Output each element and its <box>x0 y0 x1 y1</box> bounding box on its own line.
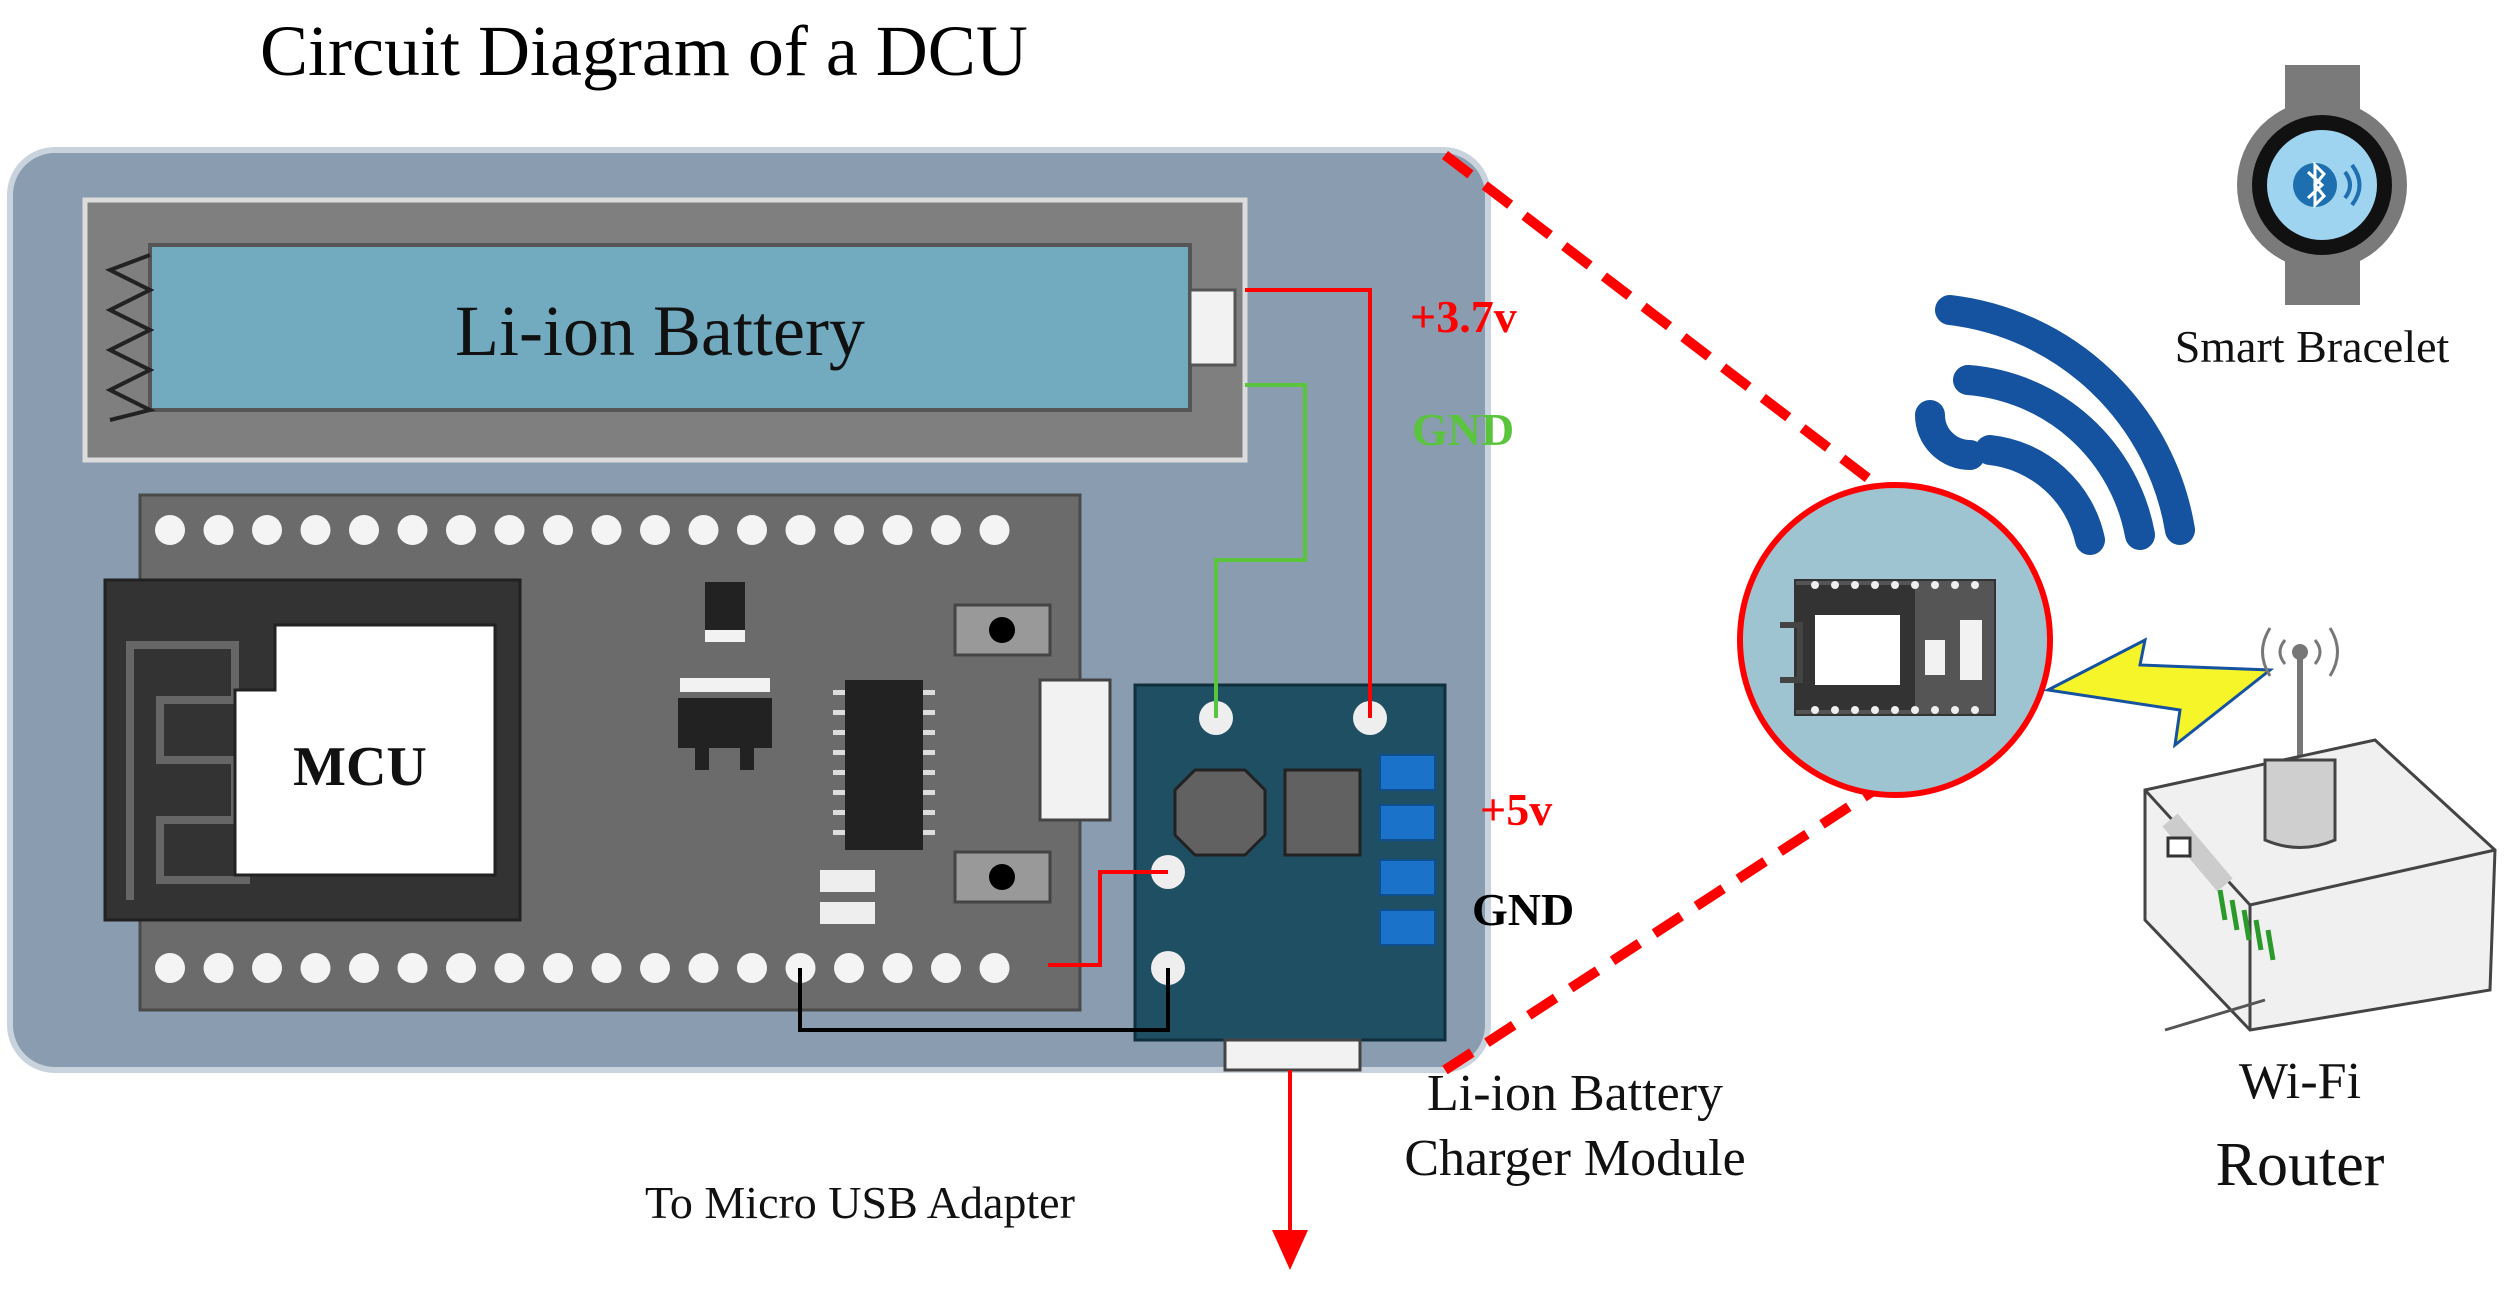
positive-wire-charger <box>1048 870 1168 967</box>
usb-label: To Micro USB Adapter <box>645 1177 1075 1228</box>
micro-usb-port <box>1223 1038 1362 1072</box>
zoom-line-top <box>1441 151 1894 499</box>
diagram-title: Circuit Diagram of a DCU <box>260 11 1028 91</box>
charger-module-label-line1: Li-ion Battery <box>1427 1065 1723 1122</box>
charger-positive-label: +5v <box>1480 784 1552 835</box>
header-pin <box>931 953 961 983</box>
header-pin <box>979 953 1010 983</box>
header-pin <box>349 515 379 545</box>
header-pin <box>252 515 282 545</box>
header-pin <box>155 515 185 545</box>
header-pin <box>300 515 331 545</box>
header-pin <box>688 953 719 983</box>
zoomed-mcu-circle <box>1737 482 2053 798</box>
header-pin <box>494 515 525 545</box>
charger-gnd-label: GND <box>1472 884 1574 935</box>
lightning-icon <box>2043 637 2275 749</box>
header-pin <box>737 953 767 983</box>
header-pin <box>252 953 282 983</box>
header-pin <box>446 953 476 983</box>
header-pin <box>979 515 1010 545</box>
header-pin <box>737 515 767 545</box>
header-pin <box>931 515 961 545</box>
header-pin <box>591 953 622 983</box>
header-pin <box>397 515 428 545</box>
li-ion-battery: Li-ion Battery <box>82 197 1248 463</box>
smart-bracelet-icon <box>2237 65 2407 305</box>
header-pin <box>203 515 234 545</box>
header-pin <box>640 515 670 545</box>
mcu-board: MCU <box>103 493 1112 1012</box>
charger-module-label-line2: Charger Module <box>1404 1130 1745 1187</box>
router-label-line2: Router <box>2216 1131 2385 1199</box>
battery-label: Li-ion Battery <box>455 291 865 371</box>
header-pin <box>446 515 476 545</box>
battery-gnd-label: GND <box>1412 404 1514 455</box>
pcb-antenna-icon <box>126 641 250 900</box>
header-pin <box>155 953 185 983</box>
header-pin <box>591 515 622 545</box>
header-pin <box>640 953 670 983</box>
mcu-chip <box>233 623 497 877</box>
header-pin <box>785 515 816 545</box>
ic-chip <box>845 680 923 850</box>
header-pin <box>349 953 379 983</box>
header-pin <box>882 953 913 983</box>
zoom-line-bottom <box>1442 775 1893 1075</box>
router-icon <box>2143 627 2497 1032</box>
header-pin <box>688 515 719 545</box>
header-pin <box>543 515 573 545</box>
gnd-wire-charger <box>798 968 1170 1032</box>
wifi-signal-icon <box>1915 295 2195 555</box>
gnd-wire-battery <box>1214 383 1307 718</box>
header-pin <box>834 515 864 545</box>
bracelet-label: Smart Bracelet <box>2175 321 2450 372</box>
header-pin <box>300 953 331 983</box>
mcu-label: MCU <box>293 736 427 798</box>
header-pin <box>543 953 573 983</box>
header-pin <box>203 953 234 983</box>
mcu-pin-header-top <box>155 515 1010 545</box>
header-pin <box>494 953 525 983</box>
usb-arrow-icon <box>1272 1070 1308 1270</box>
router-label-line1: Wi-Fi <box>2239 1053 2361 1110</box>
charger-module <box>1133 683 1447 1072</box>
mcu-pin-header-bottom <box>155 953 1010 983</box>
bluetooth-icon <box>2293 161 2362 209</box>
header-pin <box>882 515 913 545</box>
header-pin <box>397 953 428 983</box>
battery-positive-label: +3.7v <box>1410 291 1517 342</box>
positive-wire-battery <box>1245 288 1372 718</box>
header-pin <box>834 953 864 983</box>
battery-spring-icon <box>105 253 156 422</box>
